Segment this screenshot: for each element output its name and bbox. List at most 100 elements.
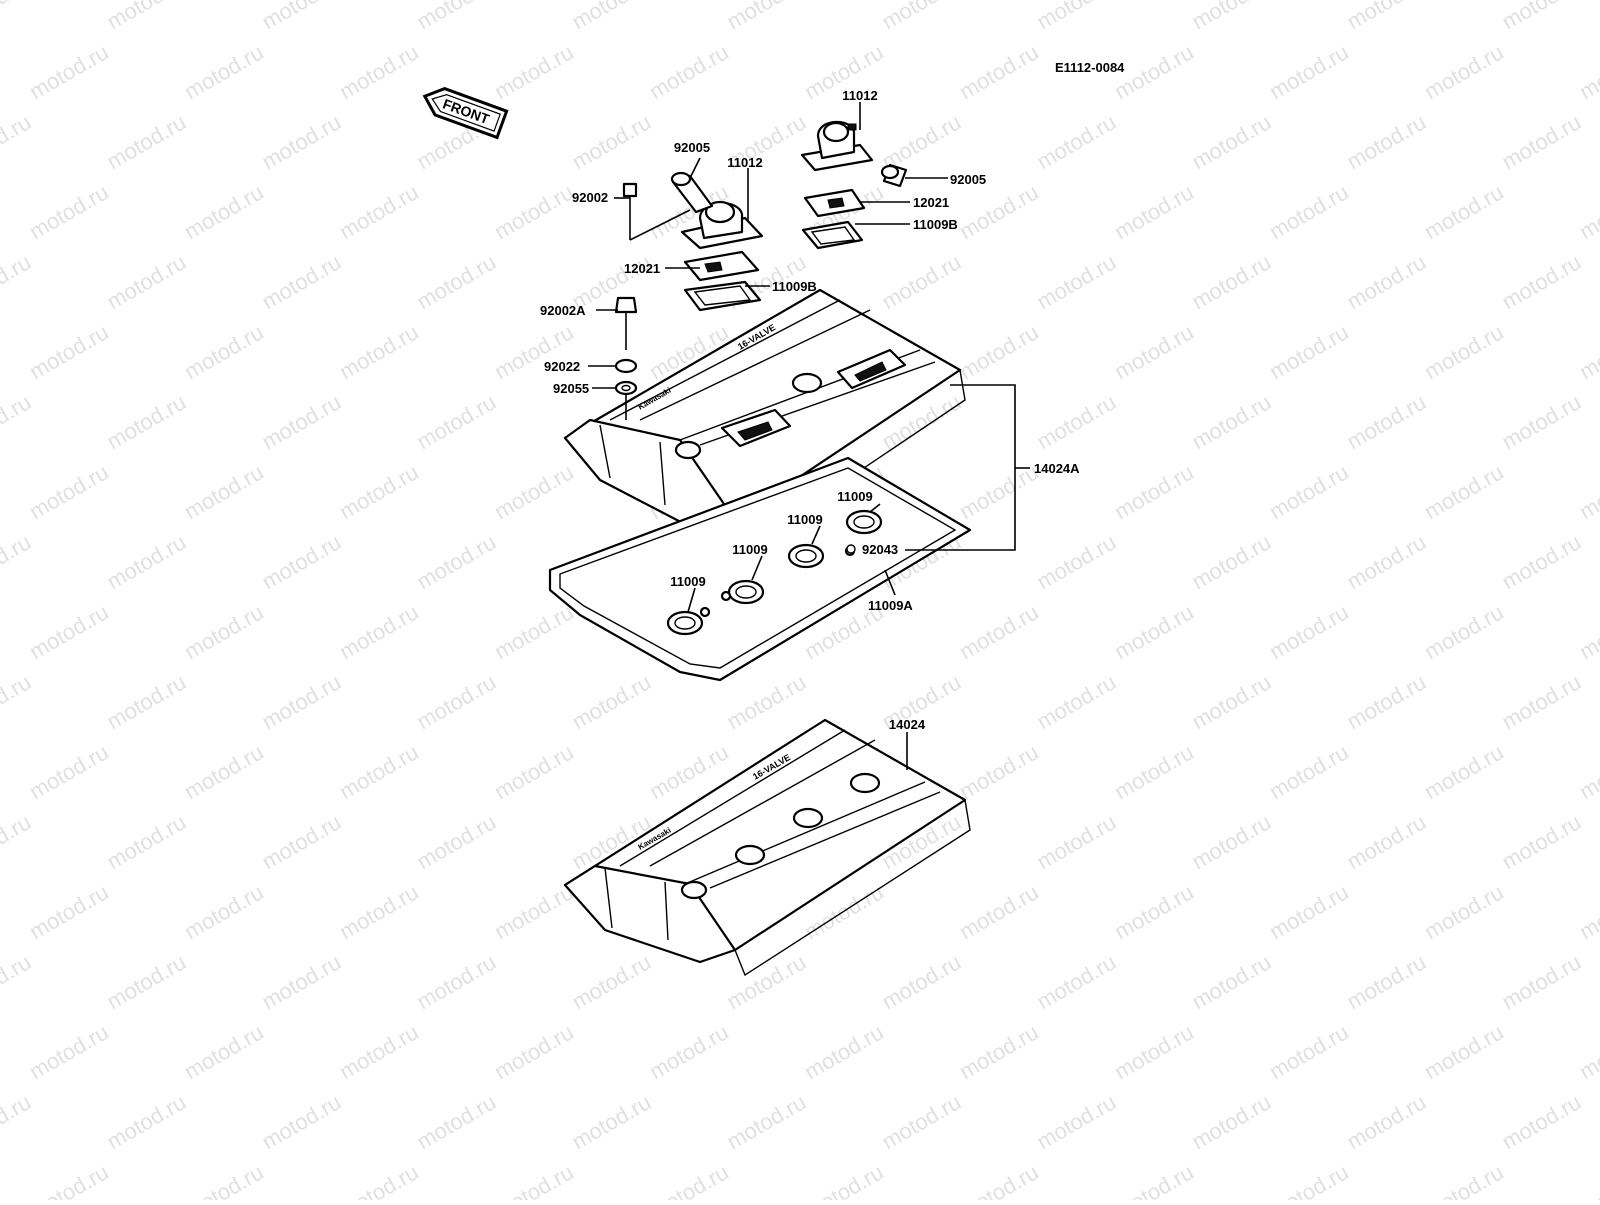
- watermark-text: motod.ru: [568, 109, 656, 174]
- watermark-text: motod.ru: [413, 1089, 501, 1154]
- watermark-text: motod.ru: [103, 1089, 191, 1154]
- watermark-text: motod.ru: [723, 669, 811, 734]
- watermark-text: motod.ru: [1265, 879, 1353, 944]
- watermark-text: motod.ru: [1265, 319, 1353, 384]
- watermark-text: motod.ru: [1265, 1159, 1353, 1200]
- watermark-text: motod.ru: [103, 249, 191, 314]
- callout-11009-d: 11009: [837, 489, 872, 504]
- watermark-text: motod.ru: [413, 809, 501, 874]
- watermark-text: motod.ru: [1188, 529, 1276, 594]
- watermark-text: motod.ru: [955, 739, 1043, 804]
- watermark-text: motod.ru: [1188, 109, 1276, 174]
- watermark-text: motod.ru: [413, 249, 501, 314]
- watermark-text: motod.ru: [1420, 459, 1508, 524]
- watermark-text: motod.ru: [1498, 109, 1586, 174]
- watermark-text: motod.ru: [1343, 389, 1431, 454]
- watermark-text: motod.ru: [180, 1019, 268, 1084]
- callout-11012-right: 11012: [842, 88, 877, 103]
- watermark-text: motod.ru: [568, 669, 656, 734]
- watermark-text: motod.ru: [180, 1159, 268, 1200]
- watermark-text: motod.ru: [1188, 809, 1276, 874]
- callout-92043: 92043: [862, 542, 898, 557]
- watermark-text: motod.ru: [723, 949, 811, 1014]
- watermark-text: motod.ru: [1110, 599, 1198, 664]
- watermark-text: motod.ru: [1420, 879, 1508, 944]
- callout-92005-left: 92005: [674, 140, 710, 155]
- watermark-text: motod.ru: [0, 949, 35, 1014]
- watermark-text: motod.ru: [25, 319, 113, 384]
- watermark-text: motod.ru: [1110, 319, 1198, 384]
- watermark-text: motod.ru: [723, 0, 811, 34]
- watermark-text: motod.ru: [335, 459, 423, 524]
- watermark-text: motod.ru: [490, 1019, 578, 1084]
- watermark-text: motod.ru: [1343, 809, 1431, 874]
- watermark-text: motod.ru: [1575, 879, 1600, 944]
- watermark-text: motod.ru: [1343, 1089, 1431, 1154]
- watermark-text: motod.ru: [1265, 39, 1353, 104]
- watermark-text: motod.ru: [25, 459, 113, 524]
- watermark-text: motod.ru: [1420, 1159, 1508, 1200]
- watermark-text: motod.ru: [413, 669, 501, 734]
- callout-14024A: 14024A: [1034, 461, 1080, 476]
- watermark-text: motod.ru: [1110, 1019, 1198, 1084]
- watermark-text: motod.ru: [1575, 1159, 1600, 1200]
- breather-assembly-left: [622, 171, 764, 312]
- watermark-text: motod.ru: [955, 879, 1043, 944]
- watermark-text: motod.ru: [1188, 389, 1276, 454]
- watermark-text: motod.ru: [0, 809, 35, 874]
- watermark-text: motod.ru: [103, 109, 191, 174]
- watermark-text: motod.ru: [1033, 949, 1121, 1014]
- watermark-text: motod.ru: [955, 459, 1043, 524]
- watermark-text: motod.ru: [335, 319, 423, 384]
- watermark-text: motod.ru: [1498, 249, 1586, 314]
- watermark-text: motod.ru: [0, 249, 35, 314]
- watermark-text: motod.ru: [335, 1019, 423, 1084]
- watermark-text: motod.ru: [103, 0, 191, 34]
- watermark-text: motod.ru: [335, 1159, 423, 1200]
- watermark-text: motod.ru: [25, 179, 113, 244]
- watermark-text: motod.ru: [645, 1159, 733, 1200]
- watermark-text: motod.ru: [1188, 1089, 1276, 1154]
- watermark-text: motod.ru: [258, 669, 346, 734]
- watermark-text: motod.ru: [1575, 319, 1600, 384]
- leader-lines: [588, 102, 1030, 770]
- watermark-text: motod.ru: [568, 0, 656, 34]
- watermark-text: motod.ru: [568, 1089, 656, 1154]
- watermark-text: motod.ru: [645, 1019, 733, 1084]
- watermark-text: motod.ru: [800, 1159, 888, 1200]
- callout-92005-right: 92005: [950, 172, 986, 187]
- watermark-text: motod.ru: [1033, 529, 1121, 594]
- callout-12021-right: 12021: [913, 195, 949, 210]
- callout-11009A: 11009A: [868, 598, 913, 613]
- watermark-text: motod.ru: [258, 249, 346, 314]
- watermark-text: motod.ru: [955, 599, 1043, 664]
- watermark-text: motod.ru: [1110, 879, 1198, 944]
- watermark-text: motod.ru: [1033, 1089, 1121, 1154]
- watermark-text: motod.ru: [0, 0, 35, 34]
- callout-11009B-right: 11009B: [913, 217, 958, 232]
- watermark-text: motod.ru: [1343, 109, 1431, 174]
- watermark-text: motod.ru: [568, 949, 656, 1014]
- watermark-text: motod.ru: [1110, 459, 1198, 524]
- watermark-text: motod.ru: [180, 179, 268, 244]
- watermark-text: motod.ru: [1498, 389, 1586, 454]
- watermark-text: motod.ru: [103, 389, 191, 454]
- watermark-text: motod.ru: [258, 109, 346, 174]
- watermark-text: motod.ru: [1033, 0, 1121, 34]
- watermark-text: motod.ru: [258, 809, 346, 874]
- watermark-text: motod.ru: [1343, 249, 1431, 314]
- watermark-text: motod.ru: [1498, 1089, 1586, 1154]
- callout-92002: 92002: [572, 190, 608, 205]
- watermark-text: motod.ru: [490, 739, 578, 804]
- watermark-text: motod.ru: [1265, 739, 1353, 804]
- watermark-text: motod.ru: [1498, 529, 1586, 594]
- watermark-text: motod.ru: [1343, 669, 1431, 734]
- watermark-text: motod.ru: [1033, 249, 1121, 314]
- watermark-text: motod.ru: [1188, 669, 1276, 734]
- callout-92055: 92055: [553, 381, 589, 396]
- watermark-text: motod.ru: [413, 389, 501, 454]
- watermark-text: motod.ru: [258, 389, 346, 454]
- watermark-text: motod.ru: [25, 599, 113, 664]
